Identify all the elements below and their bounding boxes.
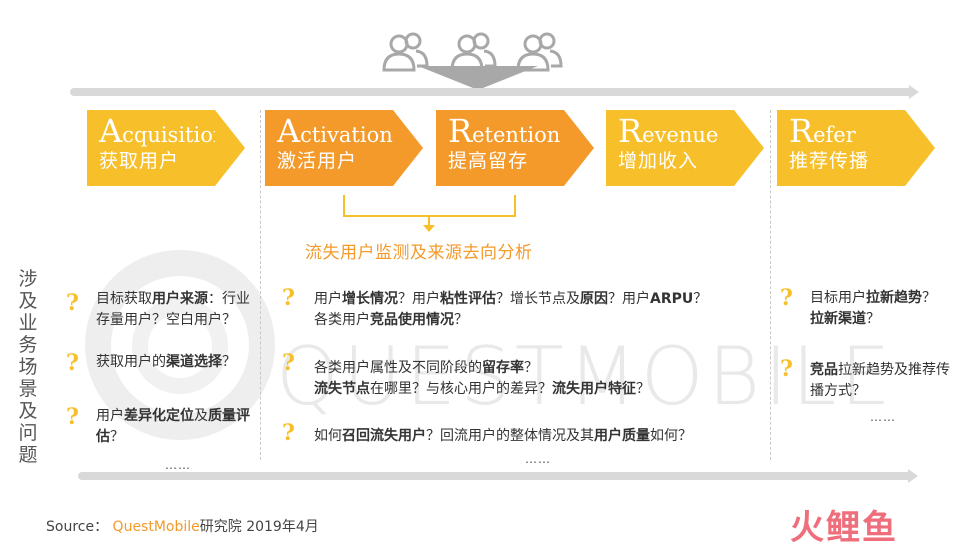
stage-name-en: efer xyxy=(813,123,856,147)
stage-name-cn: 增加收入 xyxy=(618,150,699,172)
users-icon xyxy=(450,32,497,72)
stage-initial: A xyxy=(277,112,301,150)
refer-item-1: 目标用户拉新趋势？拉新渠道？ xyxy=(810,290,936,327)
bottom-flow-bar xyxy=(78,469,918,483)
question-icon: ? xyxy=(66,290,79,316)
middle-item-2: 各类用户属性及不同阶段的留存率？流失节点在哪里？与核心用户的差异？流失用户特征？ xyxy=(314,360,650,397)
question-icon: ? xyxy=(66,350,79,376)
stage-name-cn: 激活用户 xyxy=(277,150,358,172)
acquisition-item-2: 获取用户的渠道选择？ xyxy=(96,354,236,370)
users-icon-group xyxy=(380,32,580,74)
bracket-arrow-icon xyxy=(423,225,435,232)
middle-item-3: 如何召回流失用户？回流用户的整体情况及其用户质量如何？ xyxy=(314,428,692,444)
stage-name-cn: 获取用户 xyxy=(99,150,180,172)
stage-initial: R xyxy=(448,112,473,150)
ellipsis: …… xyxy=(165,458,191,472)
stage-retention: Retention 提高留存 xyxy=(436,110,594,186)
column-separator xyxy=(770,110,771,460)
source-note: Source： QuestMobile研究院 2019年4月 xyxy=(46,516,319,536)
question-icon: ? xyxy=(780,285,793,311)
stage-name-en: ctivation xyxy=(300,123,393,147)
bracket-stem xyxy=(428,217,430,227)
source-prefix: Source： xyxy=(46,519,109,535)
users-icon xyxy=(382,32,429,72)
ellipsis: …… xyxy=(870,410,896,424)
stage-initial: A xyxy=(99,112,123,150)
acquisition-item-3: 用户差异化定位及质量评估？ xyxy=(96,408,250,445)
stage-name-cn: 提高留存 xyxy=(448,150,529,172)
source-suffix: 研究院 2019年4月 xyxy=(199,519,319,535)
column-separator xyxy=(260,110,261,460)
stage-activation: Activation 激活用户 xyxy=(265,110,423,186)
acquisition-item-1: 目标获取用户来源：行业存量用户？空白用户？ xyxy=(96,291,250,328)
refer-item-2: 竞品拉新趋势及推荐传播方式？ xyxy=(810,362,950,399)
middle-item-1: 用户增长情况？用户粘性评估？增长节点及原因？用户ARPU？各类用户竞品使用情况？ xyxy=(314,291,708,328)
source-brand: QuestMobile xyxy=(112,519,200,535)
question-icon: ? xyxy=(282,350,295,376)
analysis-label: 流失用户监测及来源去向分析 xyxy=(305,243,533,263)
stage-initial: R xyxy=(789,112,814,150)
stage-refer: Refer 推荐传播 xyxy=(777,110,935,186)
question-icon: ? xyxy=(66,404,79,430)
stage-name-cn: 推荐传播 xyxy=(789,150,870,172)
stage-acquisition: Acquisition 获取用户 xyxy=(87,110,245,186)
top-flow-bar xyxy=(70,85,919,99)
question-icon: ? xyxy=(780,356,793,382)
stage-name-en: cquisition xyxy=(122,123,227,147)
ellipsis: …… xyxy=(525,452,551,466)
corner-logo: 火鲤鱼 xyxy=(790,508,898,548)
stage-name-en: evenue xyxy=(642,123,719,147)
stage-name-en: etention xyxy=(472,123,561,147)
funnel-down-arrow xyxy=(418,66,538,90)
question-icon: ? xyxy=(282,285,295,311)
side-label: 涉及业务场景及问题 xyxy=(18,268,38,466)
stage-revenue: Revenue 增加收入 xyxy=(606,110,764,186)
question-icon: ? xyxy=(282,420,295,446)
activation-retention-bracket xyxy=(343,195,516,217)
users-icon xyxy=(516,32,563,72)
stage-initial: R xyxy=(618,112,643,150)
